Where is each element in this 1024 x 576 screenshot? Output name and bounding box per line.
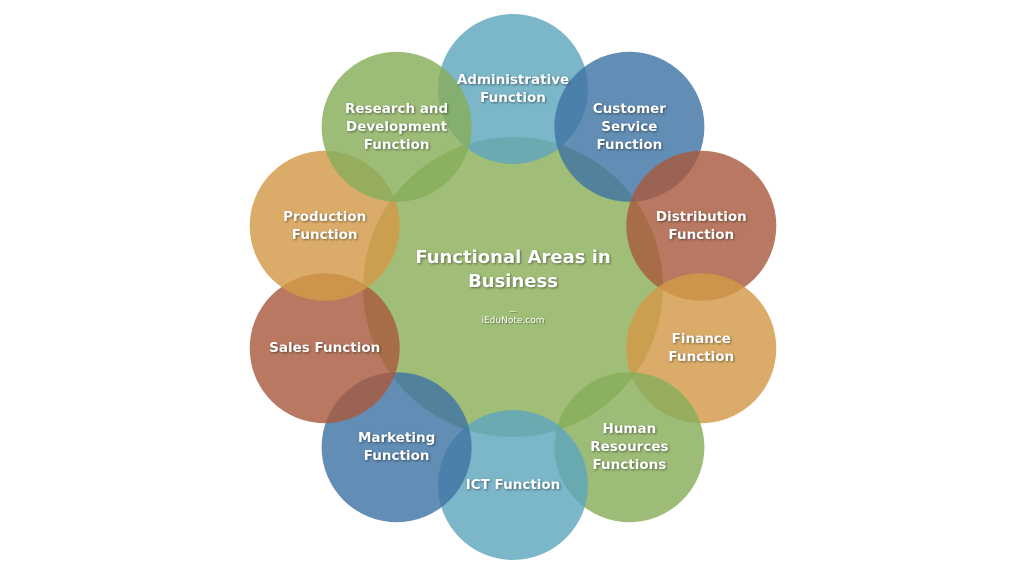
node-circle-ict [438,410,588,560]
node-label-line: Production [283,208,367,225]
node-label-line: Function [668,349,735,366]
center-title-line-2: Business [468,271,558,292]
center-title-line-1: Functional Areas in [415,247,611,268]
node-label-line: Function [596,136,663,153]
source-dash: — [509,306,517,316]
node-label-line: Function [291,226,358,243]
node-label-line: Development [346,118,448,135]
center-title: Functional Areas in Business [415,246,610,294]
node-label-line: Sales Function [269,340,381,357]
node-label-line: Service [601,118,658,135]
source-label: iEduNote.com [481,316,545,326]
node-label-line: Function [363,136,430,153]
node-label-line: Resources [590,439,669,456]
node-label-ict: ICT Function [466,476,561,494]
center-circle [363,137,663,437]
node-label-line: Marketing [357,430,436,447]
node-label-line: Distribution [655,208,747,225]
node-label-line: Function [668,226,735,243]
node-label-line: Functions [592,457,667,474]
node-circle-administrative [438,14,588,164]
node-label-sales: Sales Function [269,339,380,357]
node-label-line: Research and [345,100,449,117]
node-label-line: ICT Function [465,477,561,493]
node-circle-distribution [626,150,777,301]
node-circle-sales [249,273,400,424]
node-label-line: Function [363,448,430,465]
node-label-line: Administrative [456,72,570,88]
node-circle-research-development [321,51,472,202]
node-label-line: Finance [671,331,731,348]
node-label-line: Customer [592,100,666,117]
node-circle-human-resources [554,372,705,523]
node-label-line: Human [602,421,657,438]
node-label-line: Function [480,90,546,106]
